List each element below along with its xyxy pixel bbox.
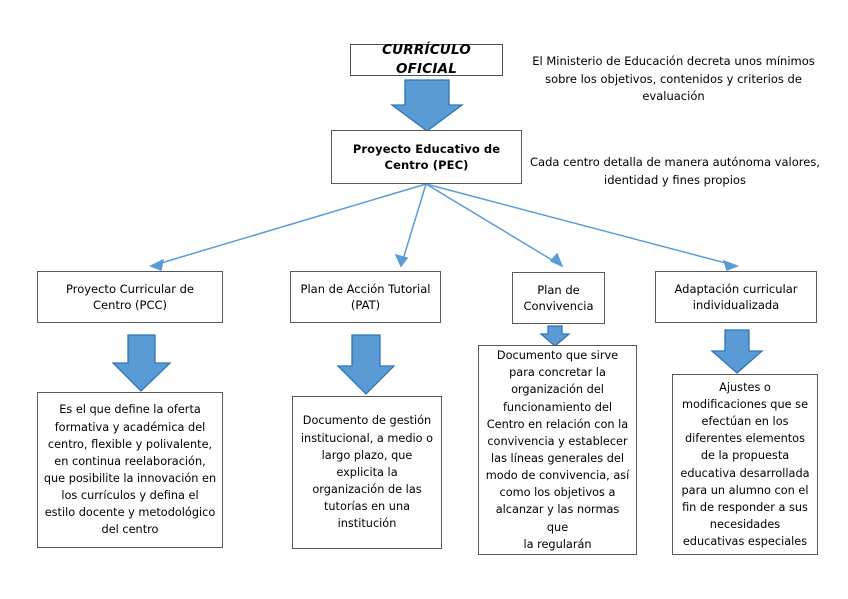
node-proyecto-educativo-centro[interactable]: Proyecto Educativo de Centro (PEC) (331, 130, 522, 184)
connector-to-adaptacion (425, 183, 738, 267)
node-curriculo-oficial-label: CURRÍCULO OFICIAL (382, 41, 471, 77)
node-plan-convivencia-label: Plan de Convivencia (523, 282, 594, 313)
connector-arrowhead-convivencia (549, 252, 564, 268)
node-convivencia-description-text: Documento que sirve para concretar la or… (485, 349, 630, 551)
block-arrow-pat-to-description (336, 334, 396, 395)
node-pcc[interactable]: Proyecto Curricular de Centro (PCC) (37, 271, 223, 323)
node-pat-description-text: Documento de gestión institucional, a me… (300, 414, 434, 531)
node-adaptacion-curricular-label: Adaptación curricular individualizada (674, 281, 798, 312)
pec-branch-connectors (149, 183, 740, 272)
node-pcc-description[interactable]: Es el que define la oferta formativa y a… (37, 392, 223, 548)
connector-to-convivencia (425, 183, 563, 267)
block-arrow-curriculo-to-pec (390, 79, 464, 132)
node-plan-convivencia[interactable]: Plan de Convivencia (512, 272, 605, 324)
node-pat-label: Plan de Acción Tutorial (PAT) (300, 281, 431, 312)
node-adaptacion-curricular[interactable]: Adaptación curricular individualizada (655, 271, 817, 323)
note-centro-text: Cada centro detalla de manera autónoma v… (530, 155, 820, 187)
node-adaptacion-description-text: Ajustes o modificaciones que se efectúan… (680, 380, 810, 549)
connector-arrowhead-pcc (149, 258, 165, 272)
block-arrow-adaptacion-to-description (710, 329, 764, 374)
node-pcc-label: Proyecto Curricular de Centro (PCC) (65, 281, 195, 312)
connector-arrowhead-pat (394, 253, 409, 268)
connector-arrowhead-adaptacion (722, 259, 740, 271)
connector-to-pcc (150, 183, 427, 267)
node-pat[interactable]: Plan de Acción Tutorial (PAT) (290, 271, 441, 323)
node-pcc-description-text: Es el que define la oferta formativa y a… (43, 403, 217, 537)
block-arrow-convivencia-to-description (539, 325, 571, 347)
note-centro: Cada centro detalla de manera autónoma v… (527, 137, 823, 189)
node-pat-description[interactable]: Documento de gestión institucional, a me… (292, 396, 442, 549)
node-adaptacion-description[interactable]: Ajustes o modificaciones que se efectúan… (672, 374, 818, 555)
connector-to-pat (400, 183, 427, 267)
note-ministerio-text: El Ministerio de Educación decreta unos … (532, 54, 815, 103)
block-arrow-pcc-to-description (111, 334, 172, 392)
note-ministerio: El Ministerio de Educación decreta unos … (513, 36, 834, 105)
node-convivencia-description[interactable]: Documento que sirve para concretar la or… (478, 345, 637, 555)
node-proyecto-educativo-centro-label: Proyecto Educativo de Centro (PEC) (352, 141, 501, 172)
node-curriculo-oficial[interactable]: CURRÍCULO OFICIAL (350, 41, 503, 77)
